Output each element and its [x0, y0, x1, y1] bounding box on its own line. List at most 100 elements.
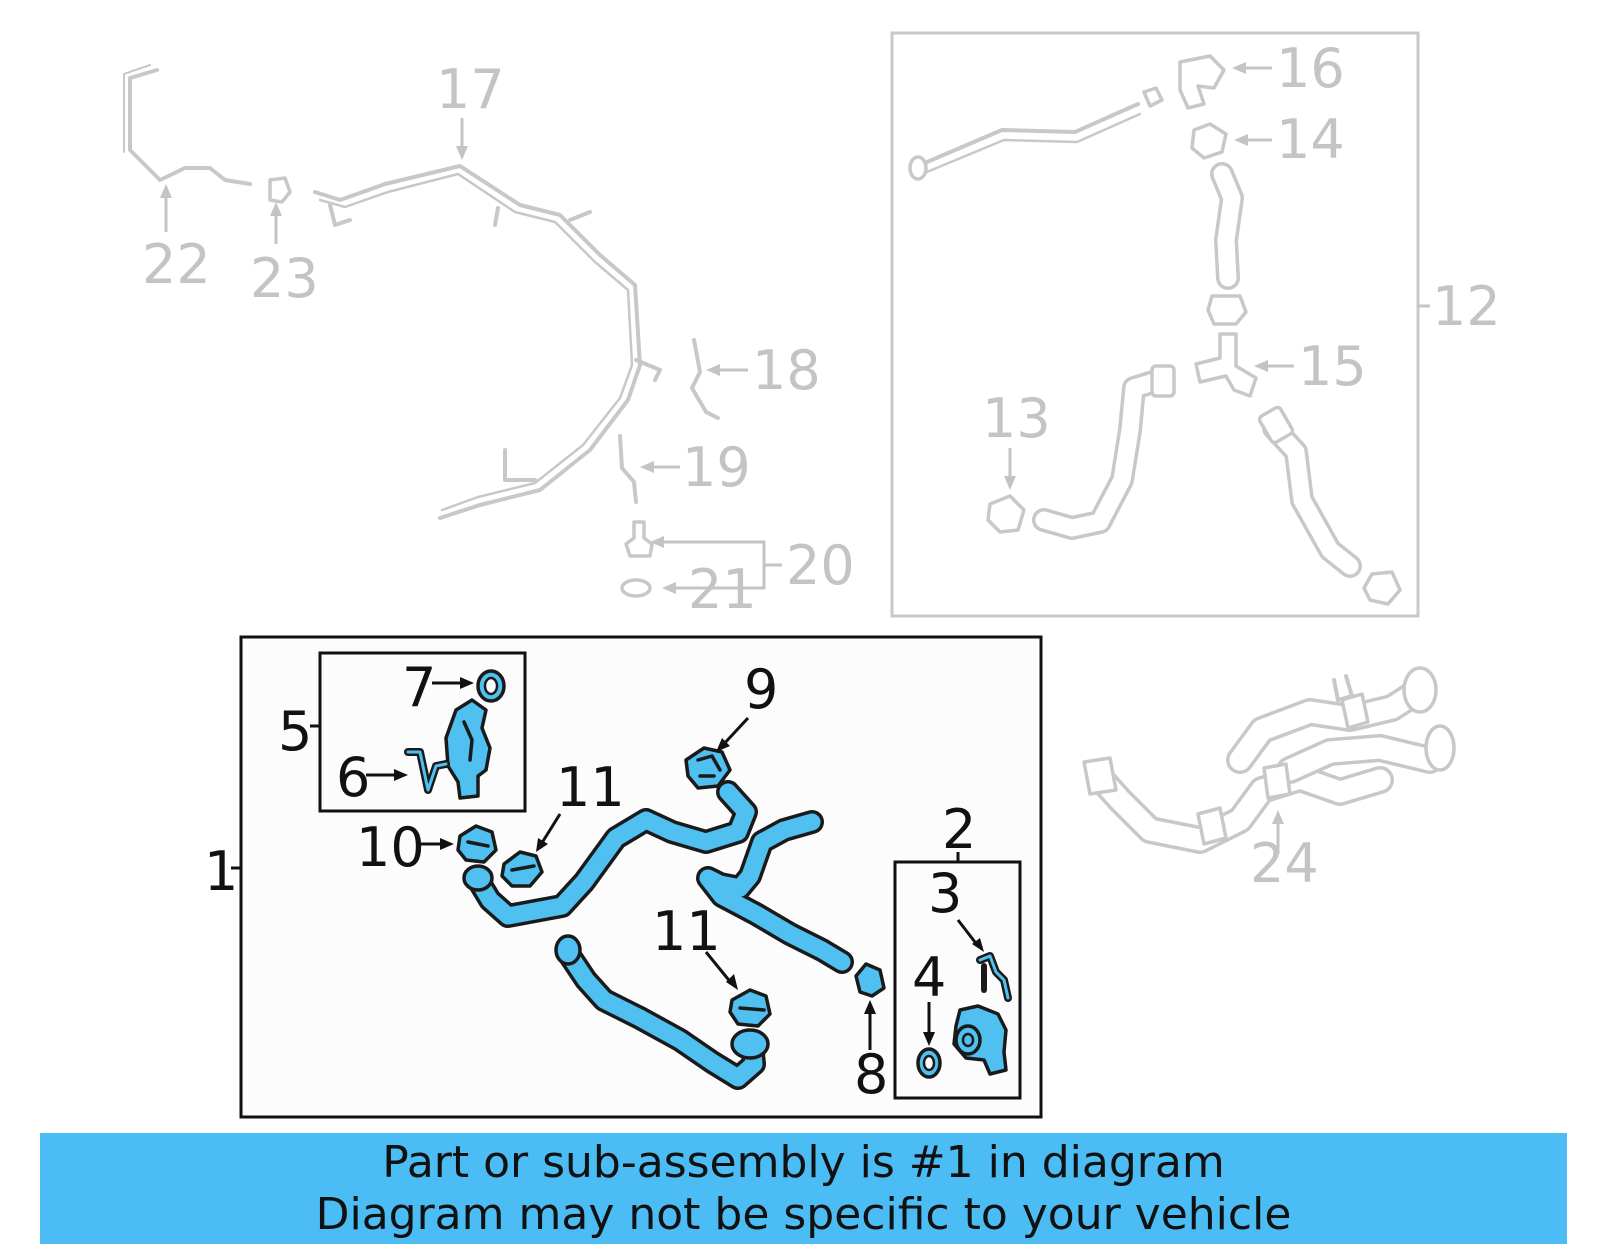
- label-17: 17: [436, 58, 505, 121]
- arrowhead-11b: [726, 974, 738, 990]
- arrowhead-21: [662, 582, 676, 594]
- part-1-middle-hose: [699, 813, 851, 971]
- part-12-end-cap: [908, 155, 928, 181]
- part-4-o-ring-hole: [922, 1054, 936, 1072]
- part-12-upper-pipe: [918, 102, 1140, 167]
- leader-9: [720, 716, 750, 748]
- part-12-vertical-hose-fill: [1213, 165, 1241, 287]
- label-2: 2: [942, 798, 976, 861]
- part-14-clamp: [1190, 122, 1228, 160]
- label-6: 6: [336, 746, 370, 809]
- label-5: 5: [278, 700, 312, 763]
- label-15: 15: [1298, 335, 1367, 398]
- part-17-bracket-a: [328, 203, 352, 227]
- arrowhead-15: [1254, 360, 1268, 372]
- part-16-fitting: [1178, 54, 1226, 110]
- part-24-hose-a-fill: [1091, 767, 1391, 851]
- part-23-clip: [268, 176, 292, 204]
- arrowhead-8: [864, 1000, 876, 1014]
- arrowhead-9: [716, 738, 730, 752]
- part-17-bracket-c: [568, 210, 592, 222]
- arrowhead-23: [270, 202, 282, 216]
- arrowhead-17: [456, 146, 468, 160]
- part-5-housing-ridge: [462, 720, 474, 762]
- label-10: 10: [356, 816, 425, 879]
- label-22: 22: [142, 233, 211, 296]
- part-1-lower-hose: [561, 947, 763, 1087]
- part-9-clamp-tabs: [696, 754, 722, 778]
- part-10-clamp-tabs: [466, 840, 490, 848]
- part-2-housing-port-inner: [961, 1032, 975, 1048]
- part-17-bracket-d: [503, 448, 537, 482]
- label-23: 23: [250, 247, 319, 310]
- part-22-pipe: [128, 68, 252, 186]
- part-17-pipe-b: [318, 172, 634, 512]
- part-21-washer: [620, 578, 652, 598]
- arrowhead-6: [394, 769, 408, 781]
- part-24-clamp-c: [1340, 692, 1370, 730]
- arrowhead-20: [650, 536, 664, 548]
- part-20-bleeder: [624, 520, 654, 558]
- part-12-right-end-clamp: [1362, 570, 1402, 606]
- part-3-clip-fill: [978, 954, 1010, 1000]
- arrowhead-11a: [536, 838, 548, 852]
- part-24-left-end: [1082, 756, 1118, 796]
- part-12-tee-clamp: [1206, 294, 1248, 326]
- arrowhead-18: [706, 364, 720, 376]
- arrowhead-3: [972, 938, 984, 952]
- part-24-clamp-b: [1262, 762, 1292, 800]
- label-8: 8: [854, 1043, 888, 1106]
- part-11-clamp-lower-tabs: [738, 1006, 766, 1012]
- part-1-upper-hose-end: [462, 864, 494, 892]
- part-9-clamp: [684, 746, 732, 790]
- arrowhead-19: [640, 461, 654, 473]
- label-20: 20: [786, 534, 855, 597]
- box-12: [890, 31, 1420, 618]
- arrowhead-14: [1234, 134, 1248, 146]
- part-18-pipe: [690, 338, 720, 420]
- label-9: 9: [744, 658, 778, 721]
- leader-11b: [704, 951, 734, 985]
- banner-line-2: Diagram may not be specific to your vehi…: [315, 1189, 1292, 1240]
- label-13: 13: [982, 387, 1051, 450]
- part-24-fitting: [1332, 674, 1354, 702]
- context-parts: 22 23 17 18 19 20 21: [123, 31, 1501, 895]
- arrowhead-16: [1232, 62, 1246, 74]
- arrowhead-13: [1004, 476, 1016, 490]
- info-banner: Part or sub-assembly is #1 in diagram Di…: [40, 1133, 1567, 1244]
- leader-11a: [538, 813, 562, 847]
- part-24-right-end-b: [1424, 724, 1456, 772]
- label-7: 7: [402, 656, 436, 719]
- part-12-right-hose-fill: [1265, 419, 1359, 575]
- label-16: 16: [1276, 37, 1345, 100]
- part-12-left-hose-collar: [1150, 364, 1176, 398]
- part-19-pipe: [618, 434, 638, 504]
- part-15-tee: [1194, 332, 1258, 398]
- label-11a: 11: [556, 756, 625, 819]
- part-22-pipe-inner: [123, 64, 151, 153]
- leader-3: [956, 919, 980, 947]
- part-24-clamp-a: [1196, 806, 1228, 846]
- part-17-bracket-b: [493, 206, 500, 227]
- leader-20-bracket: [658, 540, 782, 590]
- part-6-clip-fill: [406, 750, 448, 792]
- label-4: 4: [912, 946, 946, 1009]
- part-12-small-clip: [1142, 86, 1164, 108]
- part-11-clamp-upper-tabs: [510, 864, 536, 872]
- label-21: 21: [688, 558, 757, 621]
- part-12-right-hose-collar: [1257, 405, 1295, 445]
- label-11b: 11: [652, 900, 721, 963]
- part-24-hose-c-fill: [1279, 737, 1441, 781]
- arrowhead-10: [440, 838, 454, 850]
- label-1: 1: [204, 840, 238, 903]
- arrowhead-4: [923, 1032, 935, 1046]
- part-12-left-hose-fill: [1035, 371, 1169, 537]
- label-3: 3: [928, 862, 962, 925]
- part-24-hose-b-fill: [1229, 679, 1431, 771]
- part-7-o-ring-hole: [483, 676, 499, 696]
- arrowhead-24: [1272, 810, 1284, 824]
- banner-line-1: Part or sub-assembly is #1 in diagram: [382, 1137, 1225, 1188]
- arrowhead-22: [160, 184, 172, 198]
- label-18: 18: [752, 339, 821, 402]
- assembly-1: 1 5 7 6 9 10: [204, 635, 1043, 1119]
